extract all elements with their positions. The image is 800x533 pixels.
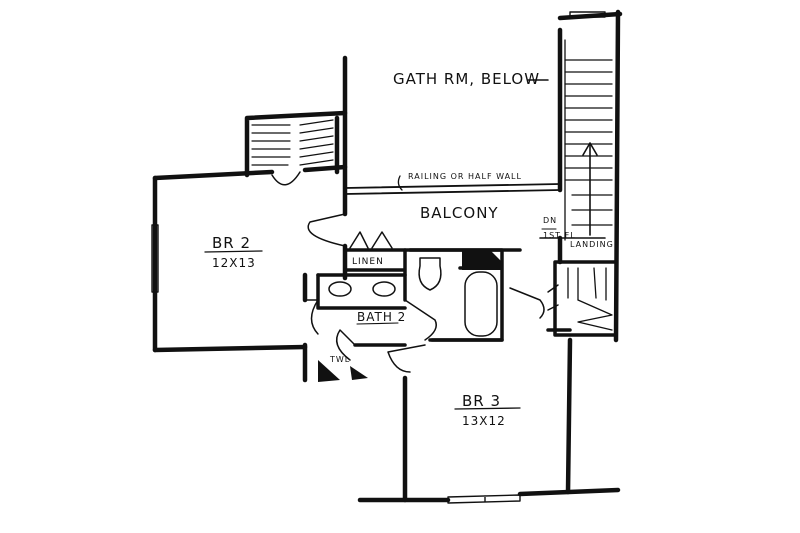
windows bbox=[151, 11, 606, 504]
label-stair-dn: DN bbox=[543, 216, 558, 225]
bathtub bbox=[464, 271, 498, 337]
sink-left bbox=[328, 281, 352, 297]
railing-note-arrow bbox=[397, 175, 403, 191]
label-railing-note: RAILING OR HALF WALL bbox=[408, 172, 522, 181]
wall-stair-east bbox=[613, 9, 621, 343]
label-toilet: TWL bbox=[330, 355, 351, 364]
label-bedroom2-size: 12X13 bbox=[212, 256, 256, 270]
door-twl bbox=[335, 329, 356, 361]
door-landing-closet-b bbox=[547, 284, 559, 311]
wall-br2-north-east bbox=[302, 164, 348, 173]
wall-br2-north bbox=[152, 169, 275, 181]
label-balcony: BALCONY bbox=[420, 204, 499, 222]
window-stair bbox=[569, 11, 606, 18]
stair-treads bbox=[564, 39, 613, 241]
railing-half-wall bbox=[344, 183, 561, 195]
label-bath2: BATH 2 bbox=[357, 310, 407, 324]
exterior-walls bbox=[152, 9, 623, 503]
label-bedroom3-name: BR 3 bbox=[462, 392, 502, 410]
label-bedroom2-name: BR 2 bbox=[212, 234, 252, 252]
doors bbox=[271, 171, 559, 373]
window-br2 bbox=[151, 224, 159, 293]
door-landing-closet bbox=[509, 287, 545, 319]
toilet bbox=[418, 257, 442, 291]
wall-br3-north bbox=[430, 328, 572, 342]
sink-right bbox=[372, 281, 396, 297]
filled-blocks bbox=[318, 250, 502, 382]
door-bath2 bbox=[404, 299, 437, 341]
label-landing: LANDING bbox=[570, 240, 614, 249]
door-bath2-west bbox=[304, 299, 319, 335]
window-br3 bbox=[447, 494, 521, 504]
bath2-underline bbox=[356, 322, 399, 325]
closet-shelving-br2 bbox=[251, 119, 334, 166]
br2-underline bbox=[204, 250, 263, 253]
door-linen bbox=[349, 231, 393, 249]
chase-bath bbox=[462, 250, 502, 270]
door-br3 bbox=[387, 344, 426, 373]
label-stair-level: 1ST FL bbox=[543, 231, 576, 240]
wall-closet-br2 bbox=[244, 110, 348, 178]
wall-vanity bbox=[316, 273, 407, 310]
label-linen: LINEN bbox=[352, 257, 384, 267]
fixtures bbox=[328, 257, 498, 337]
closet-shelving-landing bbox=[567, 267, 613, 331]
twl-corner-b bbox=[350, 366, 368, 380]
wall-br3-east bbox=[565, 337, 573, 495]
label-gathering-room: GATH RM, BELOW bbox=[393, 70, 541, 88]
door-br2 bbox=[307, 213, 346, 247]
door-br2-closet bbox=[271, 171, 301, 186]
stair-arrow bbox=[539, 142, 606, 239]
twl-corner bbox=[318, 360, 340, 382]
label-bedroom3-size: 13X12 bbox=[462, 414, 506, 428]
wall-br2-south bbox=[152, 344, 308, 353]
br3-underline bbox=[454, 407, 521, 410]
